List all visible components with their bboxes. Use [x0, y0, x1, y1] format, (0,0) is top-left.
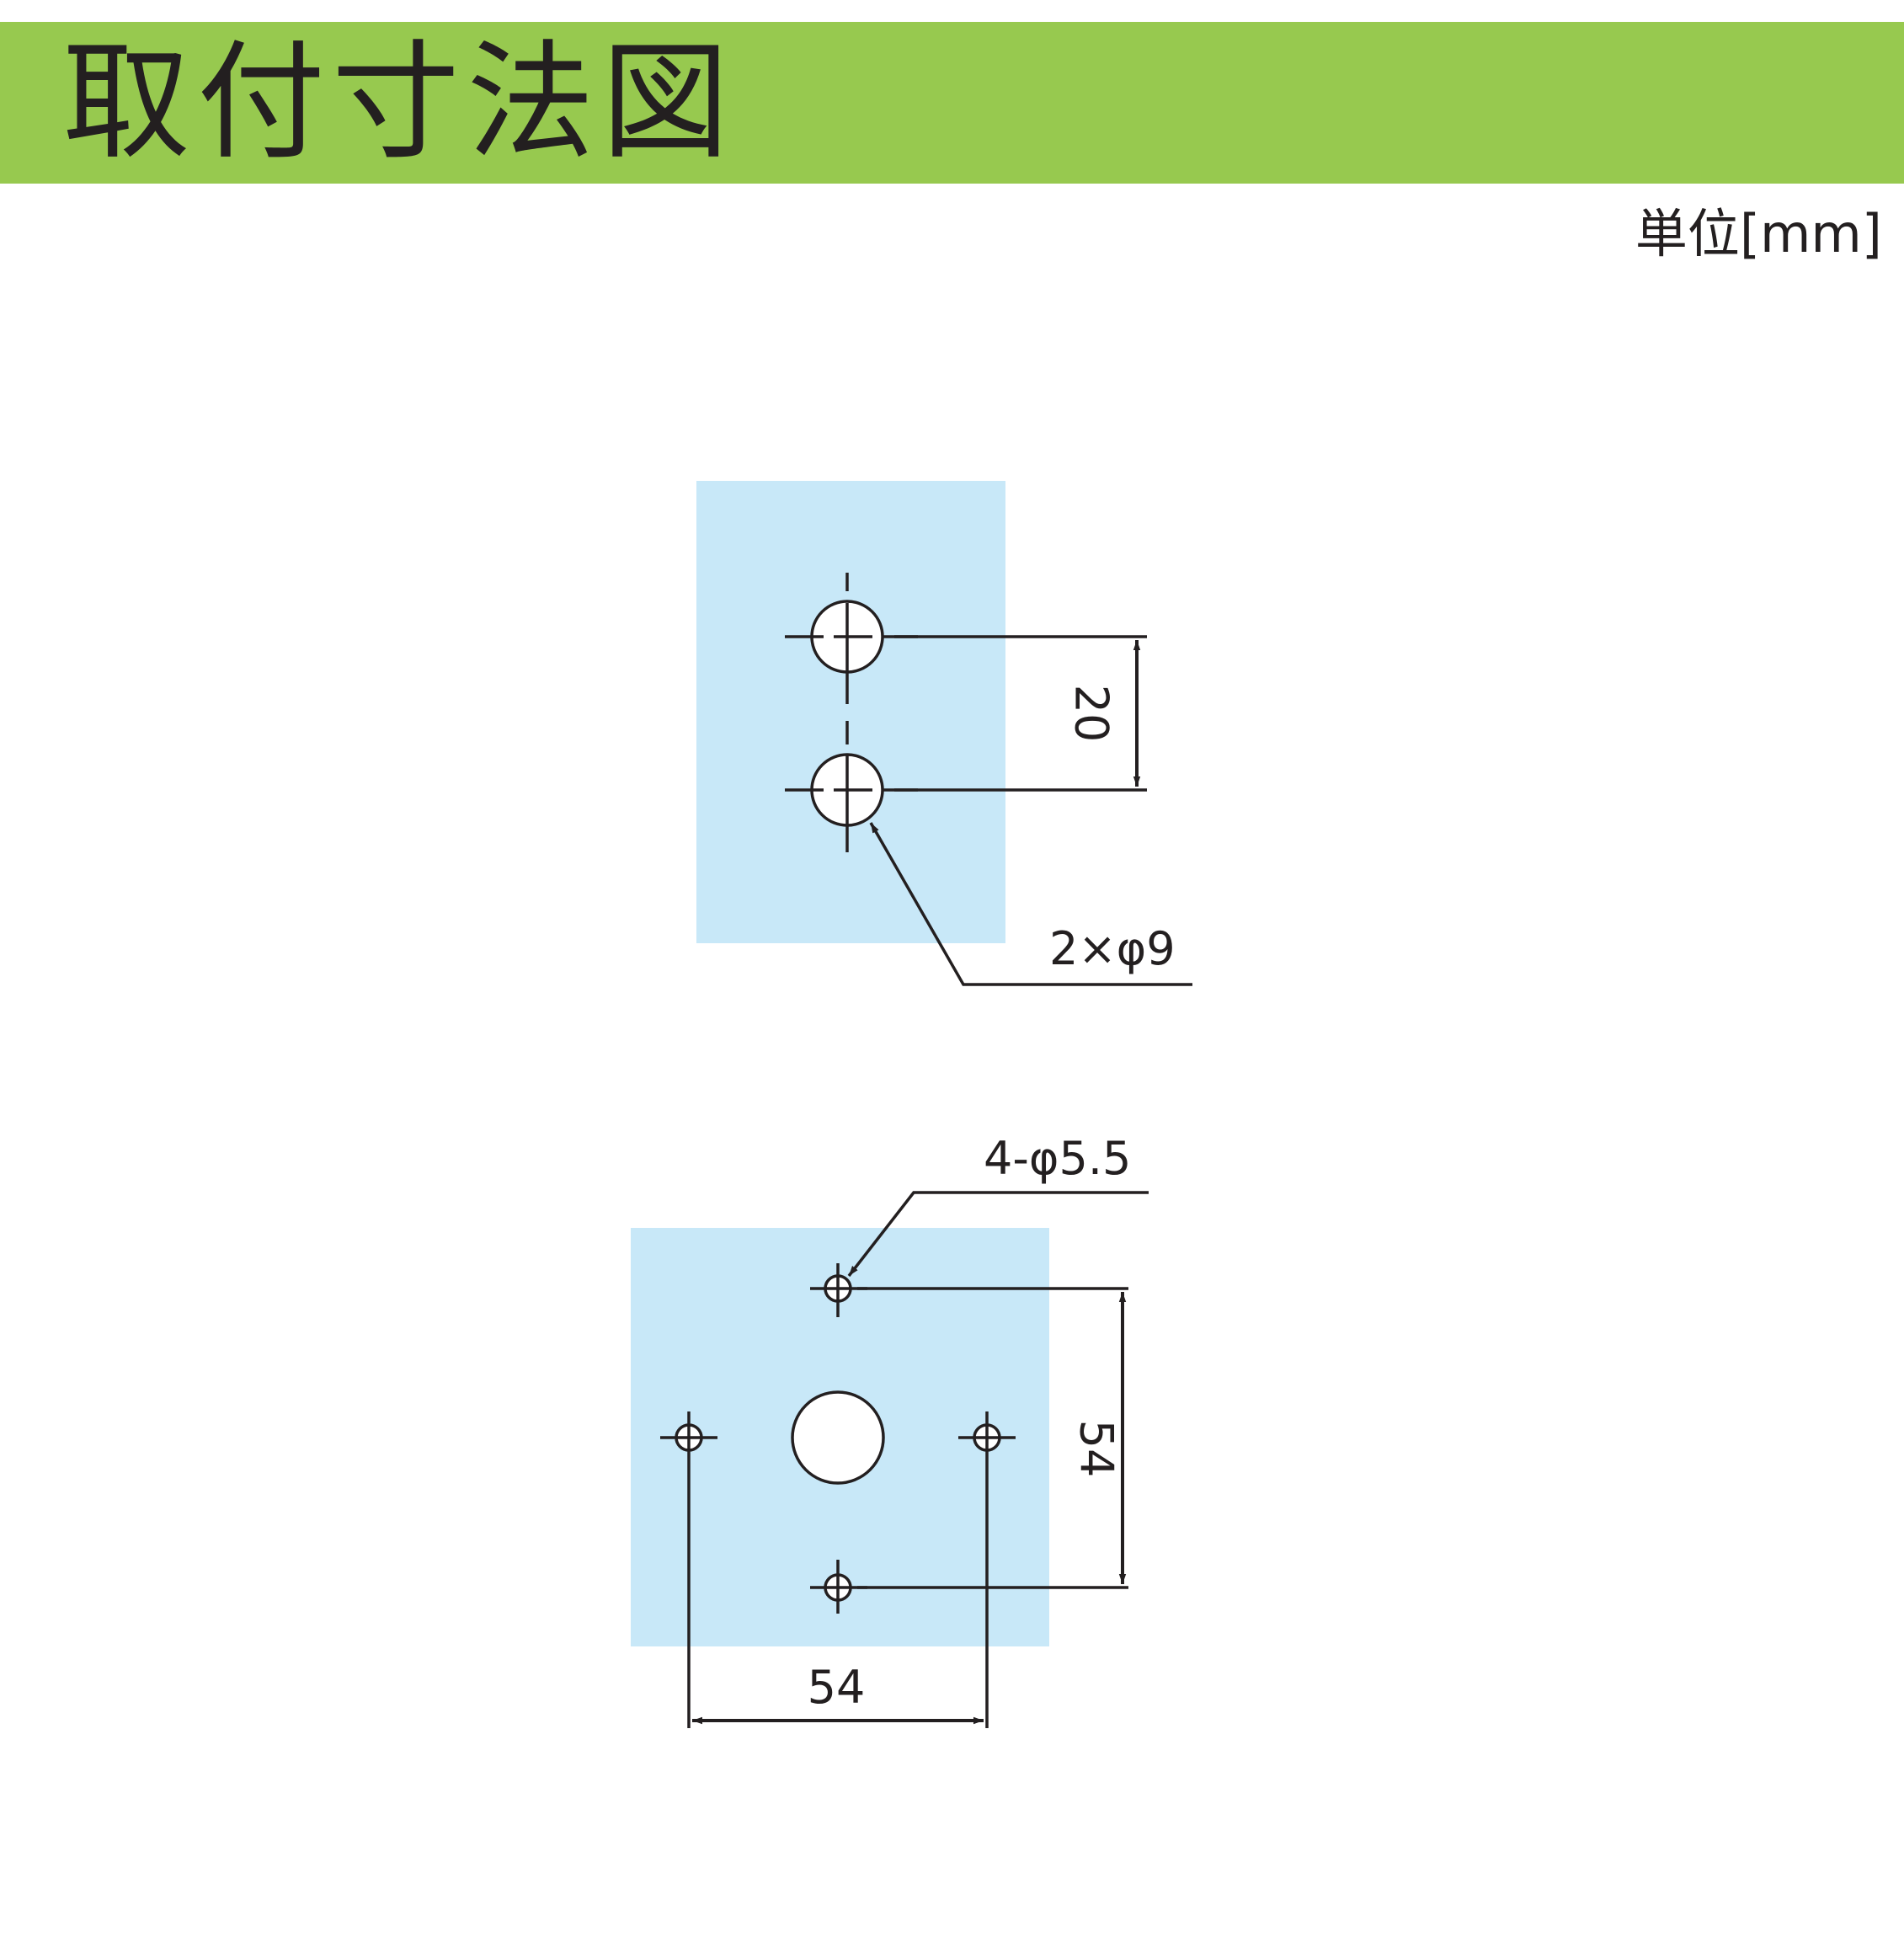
small-hole-top	[810, 1263, 867, 1317]
center-hole	[791, 1390, 885, 1485]
bottom-hole-callout: 4-φ5.5	[984, 1132, 1131, 1185]
title-banner: 取付寸法図	[0, 22, 1904, 184]
small-hole-right	[958, 1411, 1016, 1465]
small-hole-left	[660, 1411, 717, 1465]
top-hole-2	[785, 721, 918, 852]
top-panel	[696, 481, 1005, 943]
bottom-vertical-spacing-label: 54	[1069, 1420, 1123, 1478]
top-hole-1	[785, 573, 918, 704]
bottom-hole-leader	[847, 1191, 1149, 1278]
bottom-mounting-figure: 54 54 4-φ5.5	[631, 1132, 1149, 1728]
top-hole-leader	[869, 822, 1192, 986]
bottom-horizontal-spacing-label: 54	[808, 1661, 866, 1714]
top-hole-callout: 2×φ9	[1049, 922, 1176, 975]
unit-label: 単位[mm]	[1635, 203, 1882, 264]
top-spacing-label: 20	[1064, 685, 1117, 743]
page-title: 取付寸法図	[62, 28, 736, 177]
top-mounting-figure: 20 2×φ9	[696, 481, 1192, 986]
